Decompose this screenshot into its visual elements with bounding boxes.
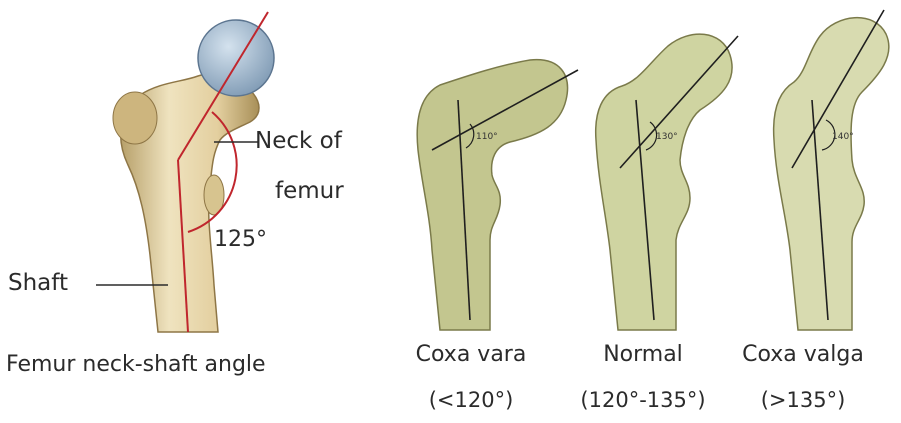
neck-label-line1: Neck of bbox=[255, 128, 342, 154]
neck-label-line2: femur bbox=[275, 178, 344, 204]
normal-angle-value: 130° bbox=[656, 132, 678, 142]
shaft-label: Shaft bbox=[8, 270, 68, 296]
normal-bone bbox=[596, 34, 732, 330]
variant-name-vara: Coxa vara bbox=[376, 342, 566, 367]
vara-bone bbox=[417, 60, 567, 330]
femur-anatomical bbox=[96, 12, 274, 332]
variant-coxa-vara bbox=[417, 60, 578, 330]
variant-name-valga: Coxa valga bbox=[708, 342, 898, 367]
figure-caption: Femur neck-shaft angle bbox=[6, 352, 266, 377]
valga-bone bbox=[774, 18, 889, 330]
variant-normal bbox=[596, 34, 738, 330]
variant-coxa-valga bbox=[774, 10, 889, 330]
valga-angle-value: 140° bbox=[832, 132, 854, 142]
angle-label: 125° bbox=[214, 227, 267, 252]
variant-range-valga: (>135°) bbox=[708, 388, 898, 412]
vara-angle-value: 110° bbox=[476, 132, 498, 142]
greater-trochanter bbox=[113, 92, 157, 144]
femoral-head bbox=[198, 20, 274, 96]
variant-range-vara: (<120°) bbox=[376, 388, 566, 412]
